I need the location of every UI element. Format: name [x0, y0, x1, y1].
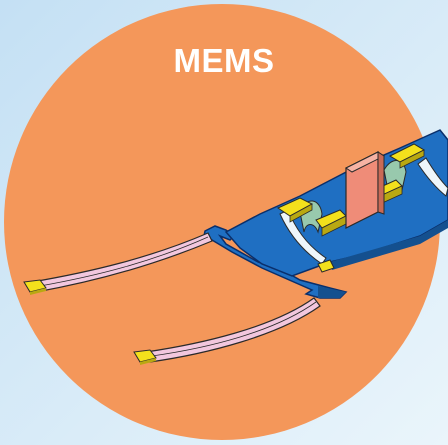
lower-beam [145, 297, 321, 363]
lower-tip-pad [133, 349, 157, 365]
upper-tip-pad [23, 279, 47, 295]
left-anchor [276, 197, 314, 223]
right-flex-beam [417, 157, 448, 197]
upper-beam [31, 232, 213, 293]
left-flex-beam [279, 209, 335, 273]
proof-mass [345, 151, 385, 229]
title-label: MEMS [173, 42, 275, 79]
orange-circle [4, 4, 440, 440]
right-anchor [388, 143, 426, 169]
